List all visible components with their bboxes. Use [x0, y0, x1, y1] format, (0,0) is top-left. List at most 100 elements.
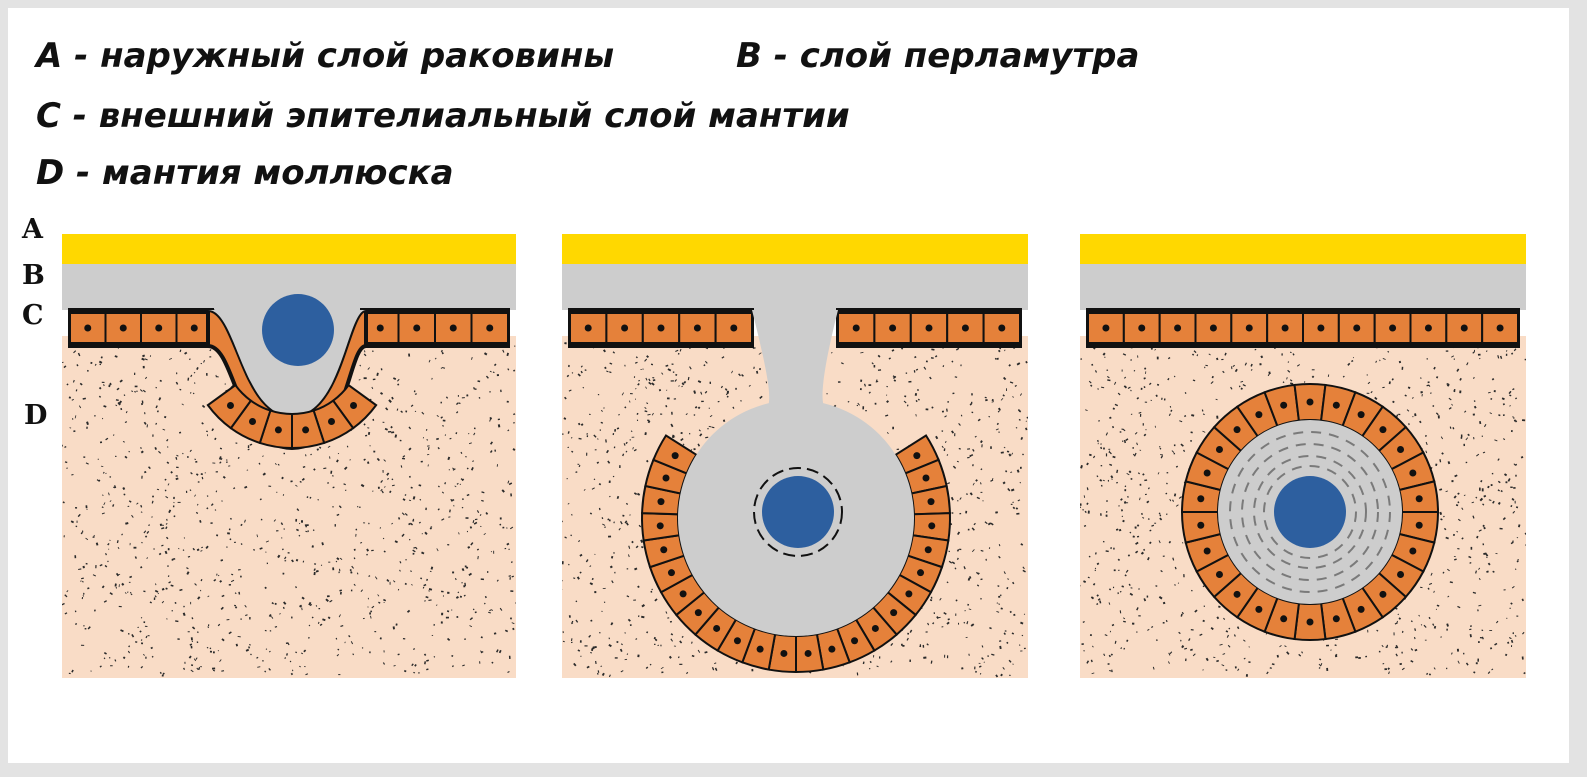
cell-nucleus [449, 324, 457, 332]
cell-nucleus [889, 324, 897, 332]
cell-nucleus [657, 324, 665, 332]
cell-nucleus [1209, 324, 1217, 332]
cell-nucleus [1409, 547, 1417, 555]
cell-nucleus [1496, 324, 1504, 332]
cell-nucleus [780, 649, 788, 657]
outer-shell-layer [1080, 234, 1526, 264]
cell-nucleus [922, 474, 930, 482]
cell-nucleus [584, 324, 592, 332]
cell-nucleus [756, 645, 764, 653]
cell-nucleus [1397, 570, 1405, 578]
stage-2-panel [562, 234, 1028, 678]
cell-nucleus [656, 522, 664, 530]
cell-nucleus [1317, 324, 1325, 332]
cell-nucleus [1379, 590, 1387, 598]
cell-nucleus [190, 324, 198, 332]
side-label-c: C [22, 300, 44, 331]
side-label-b: B [22, 260, 45, 291]
cell-nucleus [1102, 324, 1110, 332]
cell-nucleus [713, 624, 721, 632]
cell-nucleus [302, 426, 310, 434]
cell-nucleus [1233, 426, 1241, 434]
cell-nucleus [828, 645, 836, 653]
cell-nucleus [730, 324, 738, 332]
cell-nucleus [927, 498, 935, 506]
irritant-particle [762, 476, 834, 548]
cell-nucleus [327, 418, 335, 426]
epithelium-ring [641, 434, 951, 674]
cell-nucleus [1397, 446, 1405, 454]
cell-nucleus [119, 324, 127, 332]
cell-nucleus [998, 324, 1006, 332]
outer-shell-layer [562, 234, 1028, 264]
cell-nucleus [1424, 324, 1432, 332]
cell-nucleus [679, 590, 687, 598]
legend-d: D - мантия моллюска [36, 153, 454, 193]
cell-nucleus [84, 324, 92, 332]
cell-nucleus [1255, 605, 1263, 613]
side-label-a: A [22, 214, 43, 245]
cell-nucleus [1353, 324, 1361, 332]
cell-nucleus [1460, 324, 1468, 332]
cell-nucleus [693, 324, 701, 332]
cell-nucleus [1379, 426, 1387, 434]
nacre-ring [1253, 455, 1367, 569]
cell-nucleus [657, 498, 665, 506]
cell-nucleus [928, 522, 936, 530]
cell-nucleus [1245, 324, 1253, 332]
cell-nucleus [671, 452, 679, 460]
cell-nucleus [1203, 547, 1211, 555]
diagram-frame: A - наружный слой раковины B - слой перл… [8, 8, 1569, 763]
cell-nucleus [1280, 615, 1288, 623]
cell-nucleus [852, 324, 860, 332]
cell-nucleus [1197, 495, 1205, 503]
cell-nucleus [1203, 469, 1211, 477]
cell-nucleus [249, 418, 257, 426]
cell-nucleus [851, 637, 859, 645]
cell-nucleus [226, 402, 234, 410]
epithelium-ring [1180, 383, 1440, 641]
legend-c: C - внешний эпителиальный слой мантии [36, 96, 850, 136]
cell-nucleus [890, 609, 898, 617]
irritant-particle [262, 294, 334, 366]
nacre-layer [562, 264, 1028, 310]
cell-nucleus [733, 637, 741, 645]
cell-nucleus [1280, 401, 1288, 409]
cell-nucleus [486, 324, 494, 332]
cell-nucleus [804, 649, 812, 657]
cell-nucleus [1332, 615, 1340, 623]
cell-nucleus [1415, 495, 1423, 503]
new-nacre-ring [753, 467, 843, 557]
nacre-ring [1263, 465, 1357, 559]
nacre-layer [1080, 264, 1526, 310]
cell-nucleus [376, 324, 384, 332]
nacre-ring [1229, 431, 1391, 593]
cell-nucleus [1332, 401, 1340, 409]
cell-nucleus [1306, 398, 1314, 406]
cell-nucleus [1281, 324, 1289, 332]
cell-nucleus [871, 624, 879, 632]
side-label-d: D [24, 400, 48, 431]
cell-nucleus [1415, 521, 1423, 529]
cell-nucleus [1306, 618, 1314, 626]
stage-3-panel [1080, 234, 1526, 678]
epithelium-row [360, 308, 510, 348]
cell-nucleus [1174, 324, 1182, 332]
nacre-layers [1229, 431, 1391, 593]
irritant-particle [1274, 476, 1346, 548]
cell-nucleus [961, 324, 969, 332]
epithelium-row [836, 308, 1022, 348]
cell-nucleus [413, 324, 421, 332]
cell-nucleus [155, 324, 163, 332]
cell-nucleus [350, 402, 358, 410]
cell-nucleus [1255, 411, 1263, 419]
cell-nucleus [621, 324, 629, 332]
legend-a: A - наружный слой раковины [36, 36, 615, 76]
cell-nucleus [924, 546, 932, 554]
cell-nucleus [1197, 521, 1205, 529]
cell-nucleus [1215, 446, 1223, 454]
cell-nucleus [1357, 605, 1365, 613]
epithelium-row [68, 308, 214, 348]
outer-shell-layer [62, 234, 516, 264]
cell-nucleus [925, 324, 933, 332]
